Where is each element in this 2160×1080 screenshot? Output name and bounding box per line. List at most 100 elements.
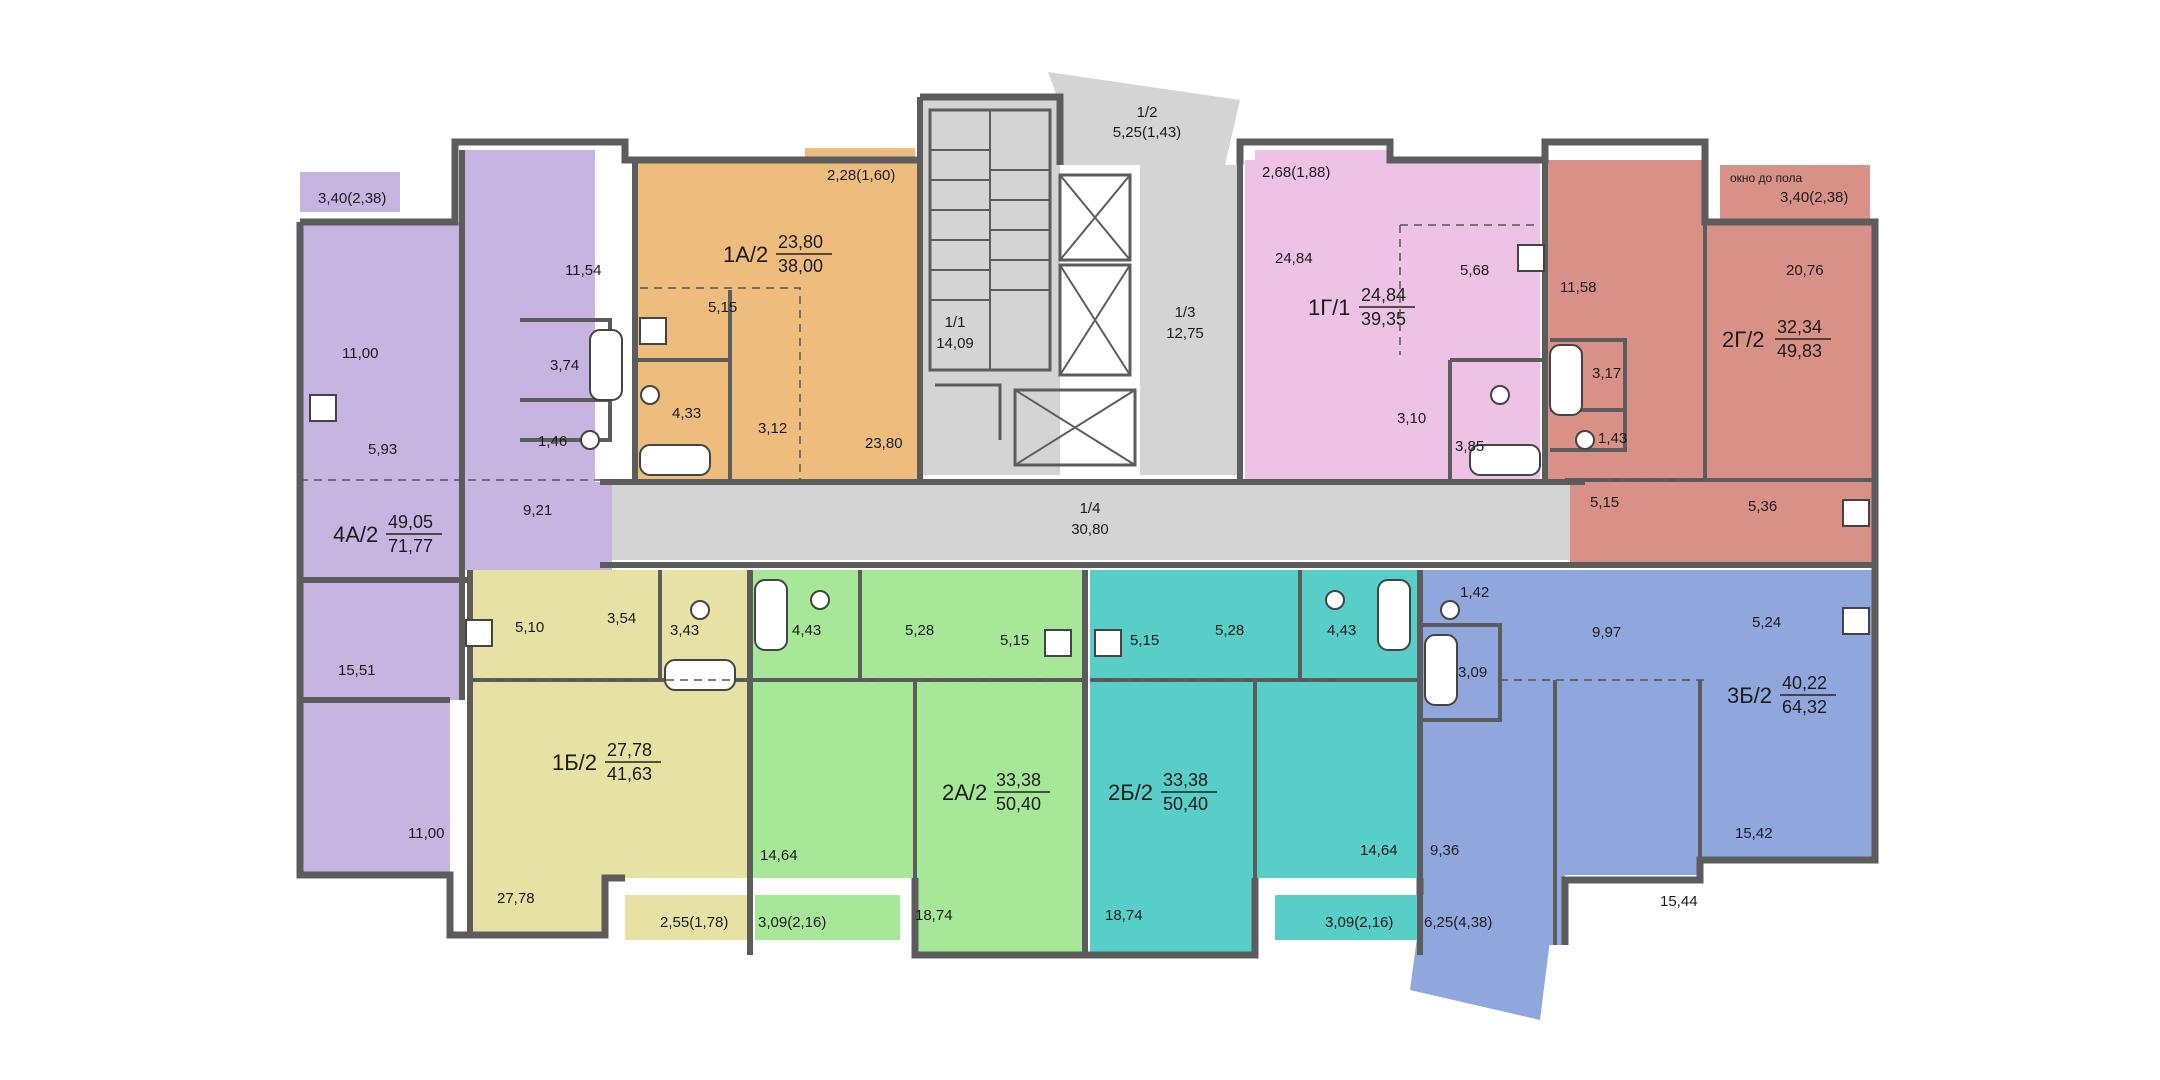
room-area: 4,33 <box>672 405 701 422</box>
room-area: 1,46 <box>538 433 567 450</box>
apt-1A-fill[interactable] <box>635 160 920 482</box>
room-area: 5,10 <box>515 619 544 636</box>
hall-id: 1/3 <box>1175 304 1196 321</box>
apt-code-2G: 2Г/2 <box>1722 327 1765 352</box>
room-area: 1,43 <box>1598 430 1627 447</box>
room-area: 2,28(1,60) <box>827 167 895 184</box>
apartment-labels: 1А/2 23,80 38,00 4А/2 49,05 71,77 1Б/2 2… <box>333 232 1836 814</box>
stove-icon <box>1842 607 1870 635</box>
apt-total-1A: 38,00 <box>778 256 823 276</box>
room-area: 9,21 <box>523 502 552 519</box>
lift-shafts <box>1060 165 1140 475</box>
apt-total-2A: 50,40 <box>996 794 1041 814</box>
stove-icon <box>465 619 493 647</box>
apt-code-4A: 4А/2 <box>333 522 378 547</box>
apt-code-1A: 1А/2 <box>723 242 768 267</box>
room-area: 2,55(1,78) <box>660 914 728 931</box>
lobby-id: 1/2 <box>1137 104 1158 121</box>
common-area-labels: 1/1 14,09 1/2 5,25(1,43) 1/3 12,75 1/4 3… <box>936 104 1204 538</box>
room-area: 5,28 <box>905 622 934 639</box>
apt-living-1A: 23,80 <box>778 232 823 252</box>
bathtub-icon <box>754 579 788 651</box>
room-area: 9,36 <box>1430 842 1459 859</box>
room-area: 3,40(2,38) <box>318 190 386 207</box>
apt-4A-fill[interactable] <box>300 150 612 875</box>
apt-total-1G: 39,35 <box>1361 309 1406 329</box>
room-area: 6,25(4,38) <box>1424 914 1492 931</box>
room-area: 15,51 <box>338 662 376 679</box>
room-area: 3,09 <box>1458 664 1487 681</box>
stair-area: 14,09 <box>936 335 974 352</box>
apt-living-3B: 40,22 <box>1782 673 1827 693</box>
room-area: 11,00 <box>408 825 444 842</box>
apt-2A-fill[interactable] <box>752 570 1085 955</box>
room-area: 23,80 <box>865 435 903 452</box>
toilet-icon <box>690 600 710 620</box>
apt-1G-fill[interactable] <box>1245 160 1540 482</box>
apt-4A-balcony[interactable] <box>300 172 400 212</box>
fixtures <box>309 244 1870 706</box>
stove-icon <box>1842 499 1870 527</box>
room-area: 5,28 <box>1215 622 1244 639</box>
room-area: 9,97 <box>1592 624 1621 641</box>
lobby-1-2[interactable] <box>1048 72 1240 165</box>
room-area: 20,76 <box>1786 262 1824 279</box>
apt-3B-balcony[interactable] <box>1410 900 1555 1020</box>
stove-icon <box>309 394 337 422</box>
apt-3B-fill[interactable] <box>1420 570 1875 945</box>
toilet-icon <box>810 590 830 610</box>
apt-living-2A: 33,38 <box>996 770 1041 790</box>
apt-living-2B: 33,38 <box>1163 770 1208 790</box>
corridor-area: 30,80 <box>1071 521 1109 538</box>
apt-1B-balcony[interactable] <box>625 895 750 940</box>
apt-code-3B: 3Б/2 <box>1727 683 1772 708</box>
room-area: 4,43 <box>792 622 821 639</box>
toilet-icon <box>1440 600 1460 620</box>
bathtub-icon <box>664 659 736 691</box>
room-area: 5,68 <box>1460 262 1489 279</box>
bathtub-icon <box>639 444 711 476</box>
room-area: 24,84 <box>1275 250 1313 267</box>
balcony-note: окно до пола <box>1730 171 1802 185</box>
room-area: 3,10 <box>1397 410 1426 427</box>
apt-code-2B: 2Б/2 <box>1108 780 1153 805</box>
room-area: 3,12 <box>758 420 787 437</box>
room-area: 3,43 <box>670 622 699 639</box>
lobby-area: 5,25(1,43) <box>1113 124 1181 141</box>
apt-1G-balcony[interactable] <box>1255 150 1390 192</box>
apt-total-4A: 71,77 <box>388 536 433 556</box>
apt-2B-balcony[interactable] <box>1275 895 1420 940</box>
room-area: 5,15 <box>1000 632 1029 649</box>
room-area: 5,15 <box>1130 632 1159 649</box>
floor-window-note: окно до пола <box>1730 171 1802 185</box>
room-area: 18,74 <box>1105 907 1143 924</box>
apt-2A-balcony[interactable] <box>755 895 900 940</box>
room-area: 3,85 <box>1455 438 1484 455</box>
apt-living-2G: 32,34 <box>1777 317 1822 337</box>
toilet-icon <box>1325 590 1345 610</box>
apt-living-1G: 24,84 <box>1361 285 1406 305</box>
room-area: 15,42 <box>1735 825 1773 842</box>
room-area: 11,58 <box>1560 279 1596 296</box>
apt-2G-balcony[interactable] <box>1720 165 1870 220</box>
room-area: 5,36 <box>1748 498 1777 515</box>
stove-icon <box>1044 629 1072 657</box>
room-area-labels: 3,40(2,38) 11,54 11,00 3,74 1,46 5,93 9,… <box>318 164 1848 931</box>
room-area: 2,68(1,88) <box>1262 164 1330 181</box>
room-area: 3,54 <box>607 610 636 627</box>
toilet-icon <box>1575 430 1595 450</box>
apt-1A-balcony[interactable] <box>805 148 915 190</box>
room-area: 3,17 <box>1592 365 1621 382</box>
room-fills <box>300 72 1875 1020</box>
apt-living-4A: 49,05 <box>388 512 433 532</box>
room-area: 3,09(2,16) <box>1325 914 1393 931</box>
corridor-1-4[interactable] <box>600 482 1585 560</box>
room-area: 3,09(2,16) <box>758 914 826 931</box>
room-area: 18,74 <box>915 907 953 924</box>
apt-code-2A: 2А/2 <box>942 780 987 805</box>
room-area: 11,00 <box>342 345 378 362</box>
apt-total-2B: 50,40 <box>1163 794 1208 814</box>
room-area: 3,74 <box>550 357 579 374</box>
room-area: 14,64 <box>760 847 798 864</box>
apt-2G-fill[interactable] <box>1545 160 1875 565</box>
